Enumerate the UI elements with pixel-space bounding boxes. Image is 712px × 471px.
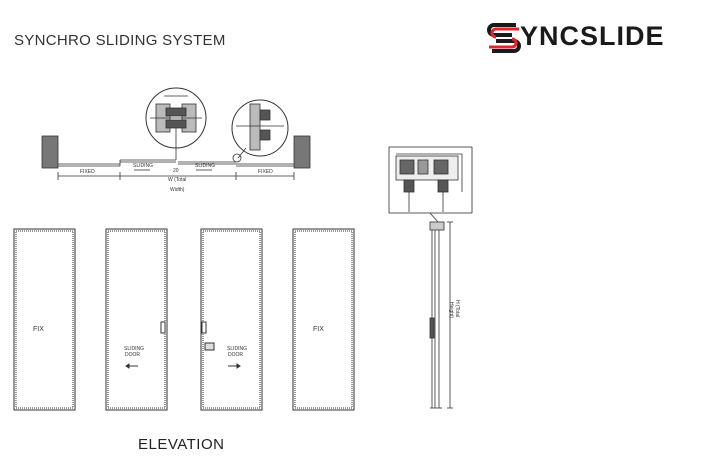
section-view: [388, 146, 473, 409]
plan-sliding-left-label: SLIDING: [133, 163, 153, 169]
elev-sliding-left-label-1: SLIDING: [124, 346, 144, 352]
plan-right-fixed-label: FIXED: [258, 169, 273, 175]
elev-sliding-right-label-2: DOOR: [228, 352, 243, 358]
elevation-view: [13, 228, 355, 411]
left-wall: [41, 135, 59, 169]
elev-sliding-left-label-2: DOOR: [125, 352, 140, 358]
syncslide-logo: YNCSLIDE: [486, 18, 696, 58]
page-title: SYNCHRO SLIDING SYSTEM: [14, 32, 226, 49]
logo-text: YNCSLIDE: [520, 21, 665, 51]
elevation-label: ELEVATION: [138, 436, 225, 453]
detail-callout-left: [145, 87, 207, 149]
plan-dim-label: 20: [173, 168, 179, 174]
elev-sliding-right-label-1: SLIDING: [227, 346, 247, 352]
panel-sliding-door-left: [105, 228, 168, 411]
plan-width-label-2: Width): [170, 187, 185, 193]
plan-sliding-right-label: SLIDING: [195, 163, 215, 169]
panel-fix-left: [13, 228, 76, 411]
panel-fix-right: [292, 228, 355, 411]
section-height-label-1: H (Total: [454, 300, 460, 317]
section-height-label-2: Height): [448, 302, 454, 318]
elev-fix-right-label: FIX: [313, 326, 324, 333]
plan-view: [41, 87, 311, 180]
right-wall: [293, 135, 311, 169]
plan-left-fixed-label: FIXED: [80, 169, 95, 175]
panel-sliding-door-right: [200, 228, 263, 411]
detail-callout-right: [231, 99, 289, 157]
logo-s-mark: [487, 23, 521, 53]
elev-fix-left-label: FIX: [33, 326, 44, 333]
plan-width-label-1: W (Total: [168, 177, 186, 183]
